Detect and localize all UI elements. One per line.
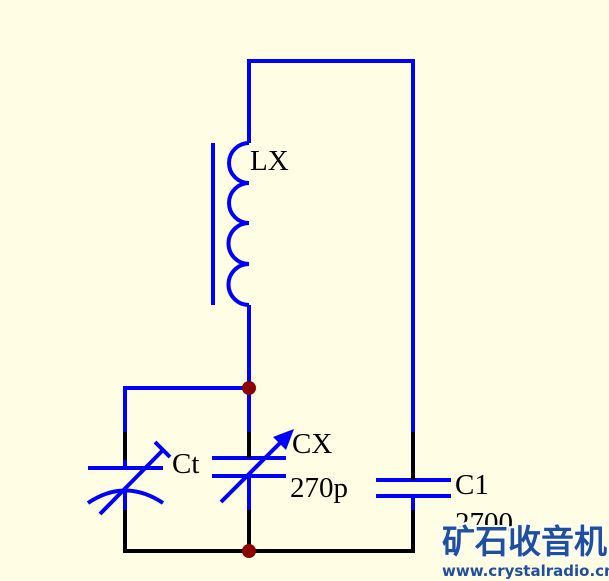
label-cx-value: 270p	[290, 472, 348, 504]
label-c1-value: 2700	[455, 507, 513, 539]
label-cx: CX	[292, 428, 332, 460]
trimmer-adjust-line	[98, 448, 165, 516]
inductor-coil	[226, 141, 250, 307]
junction-node-top	[242, 381, 256, 395]
trimmer-capacitor-ct	[86, 432, 172, 516]
wire-trimmer-top	[123, 386, 249, 432]
wire-top	[247, 59, 415, 432]
variable-cap-arrow-line	[219, 436, 287, 504]
watermark-url: www.crystalradio.cn	[442, 562, 609, 580]
trimmer-adjust-tick	[153, 440, 172, 459]
junction-node-bottom	[242, 544, 256, 558]
label-ct: Ct	[172, 448, 199, 480]
label-c1: C1	[455, 469, 489, 501]
watermark-title: 矿石收音机	[442, 522, 607, 561]
inductor-lx	[211, 141, 250, 307]
variable-cap-arrowhead	[273, 429, 294, 450]
variable-capacitor-cx	[212, 429, 294, 510]
wire-bottom	[123, 510, 415, 553]
label-lx: LX	[250, 145, 289, 177]
